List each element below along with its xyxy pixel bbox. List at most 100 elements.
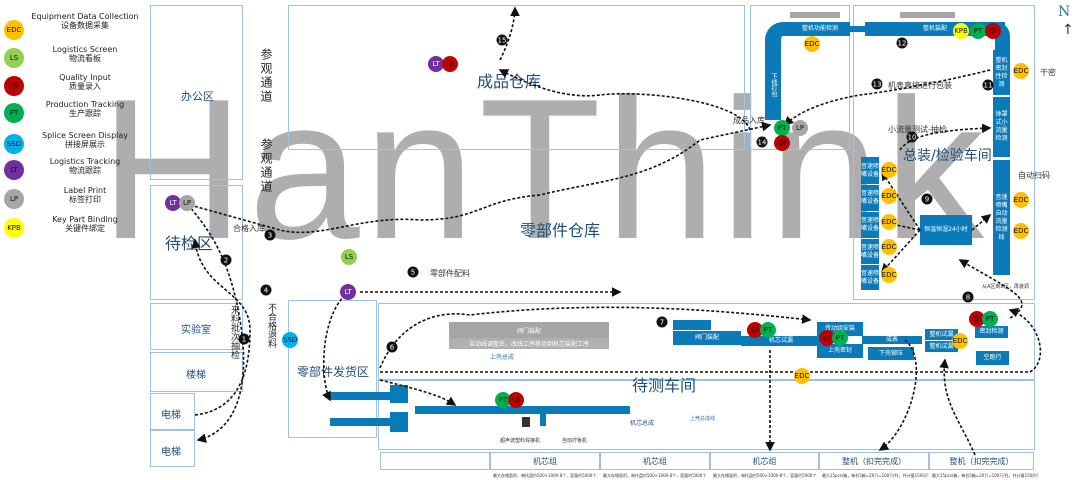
- upper-seal: 上壳密封: [817, 344, 863, 358]
- legend-en: Quality Input: [59, 73, 111, 82]
- legend-zh: 拼接屏展示: [65, 140, 105, 149]
- core-assembly-label: 机芯总成: [630, 420, 655, 427]
- flow-label: 零部件配料: [430, 269, 470, 278]
- lab-label: 实验室: [181, 325, 211, 336]
- lp-marker-icon: LP: [792, 120, 808, 136]
- feed-station: [390, 385, 408, 403]
- storage-cell: 机芯组: [600, 452, 710, 470]
- test-workshop-label: 待测车间: [632, 376, 697, 395]
- flow-path-parts: [322, 294, 346, 402]
- pt-marker-icon: PT: [495, 392, 511, 408]
- flow-path-finish: [878, 339, 918, 451]
- step-number-2: 2: [220, 254, 232, 266]
- flow-path-3: [189, 121, 772, 234]
- storage-cell: 整机（扣完完成）: [819, 452, 929, 470]
- edc-marker-icon: EDC: [794, 368, 810, 384]
- legend-zh: 质量录入: [69, 82, 101, 91]
- test-workshop-upper: [378, 303, 1035, 380]
- edc-icon: EDC: [4, 20, 24, 40]
- step-number-3: 3: [264, 229, 276, 241]
- ssd-marker-icon: SSD: [282, 332, 298, 348]
- flow-path-9a: [881, 170, 921, 231]
- legend-zh: 关键件绑定: [65, 224, 105, 233]
- legend-en: Splice Screen Display: [42, 131, 128, 140]
- step-number-9: 9: [921, 193, 933, 205]
- flow-label: 从A区到B区，再装调: [982, 284, 1029, 290]
- flow-path-10: [899, 123, 992, 151]
- qi-marker-icon: QI: [774, 135, 790, 151]
- finish-line: 成表: [862, 336, 922, 344]
- feed-station: [390, 412, 408, 432]
- qi-marker-icon: QI: [442, 56, 458, 72]
- qi-marker-icon: QI: [985, 23, 1001, 39]
- storage-note: 最大存储面积，每托盘约500×1000-8个，容量约5000个: [603, 473, 707, 478]
- flow-label: 干密: [1040, 68, 1056, 77]
- edc-marker-icon: EDC: [804, 36, 820, 52]
- assembly-workshop-label: 总装/检验车间: [903, 148, 992, 164]
- lt-marker-icon: LT: [165, 195, 181, 211]
- legend-en: Logistics Tracking: [49, 157, 121, 166]
- flow-label: 成品入库: [733, 116, 765, 125]
- qi-marker-icon: QI: [969, 311, 985, 327]
- finished-warehouse: 成品仓库: [288, 5, 745, 150]
- visit-corridor-label: 参观通道: [259, 138, 273, 194]
- lp-icon: LP: [4, 189, 24, 209]
- storage-note: 最大存储面积，每托盘约500×1000-8个，容量约5000个: [493, 473, 597, 478]
- lt-marker-icon: LT: [428, 56, 444, 72]
- lt-marker-icon: LT: [340, 284, 356, 300]
- air-seal-station: 密封检测: [975, 326, 1008, 338]
- station: [540, 408, 546, 426]
- edc-marker-icon: EDC: [881, 239, 897, 255]
- feed-label: 上壳总成: [490, 354, 515, 361]
- elevator-label: 电梯: [161, 447, 181, 458]
- flow-label: 合格入库: [233, 224, 265, 233]
- feed-conveyor: [330, 392, 390, 400]
- storage-cell: 整机（扣完完成）: [929, 452, 1034, 470]
- edc-marker-icon: EDC: [1013, 63, 1029, 79]
- storage-cell: 机芯组: [490, 452, 600, 470]
- plate-label: 自动拧板机: [562, 438, 588, 444]
- station: [673, 320, 711, 330]
- kpb-icon: KPB: [4, 218, 24, 238]
- assembly-workshop: [853, 5, 1035, 300]
- flow-path-15: [498, 69, 751, 131]
- storage-note: 最大15pcs/箱，每台5箱=20只=100只/托，共计量1500只: [822, 473, 929, 478]
- connector: [850, 26, 865, 32]
- step-number-14: 14: [756, 136, 768, 148]
- bell-test-station: 钟罩式小流量检测: [993, 97, 1010, 157]
- dispatch-area: [288, 300, 377, 438]
- ls-icon: LS: [4, 48, 24, 68]
- flow-label: 小流量测试-抽检: [888, 125, 947, 134]
- core-assembly-line: [415, 406, 630, 414]
- lt-icon: LT: [4, 160, 24, 180]
- qi-icon: QI: [4, 76, 24, 96]
- legend-zh: 标签打印: [69, 195, 101, 204]
- qi-marker-icon: QI: [508, 392, 524, 408]
- step-number-4: 4: [260, 284, 272, 296]
- visit-corridor-label: 参观通道: [259, 48, 273, 104]
- seal-test-station: 整机密封性检测: [993, 50, 1010, 95]
- step-number-12: 12: [896, 37, 908, 49]
- parts-warehouse-label: 零部件仓库: [520, 221, 601, 240]
- test-workshop-lower: [378, 380, 1035, 450]
- step-number-15: 15: [496, 34, 508, 46]
- pt-marker-icon: PT: [970, 23, 986, 39]
- flow-path-7: [380, 307, 1042, 373]
- sonic-device: 音速喷嘴设备: [861, 265, 879, 290]
- lab-area: 实验室: [150, 303, 243, 350]
- lower-press: 下壳铆压: [868, 347, 914, 360]
- edc-marker-icon: EDC: [952, 333, 968, 349]
- weld-label: 超声波塑料焊接机: [500, 438, 541, 444]
- direction-arrow: [900, 12, 955, 18]
